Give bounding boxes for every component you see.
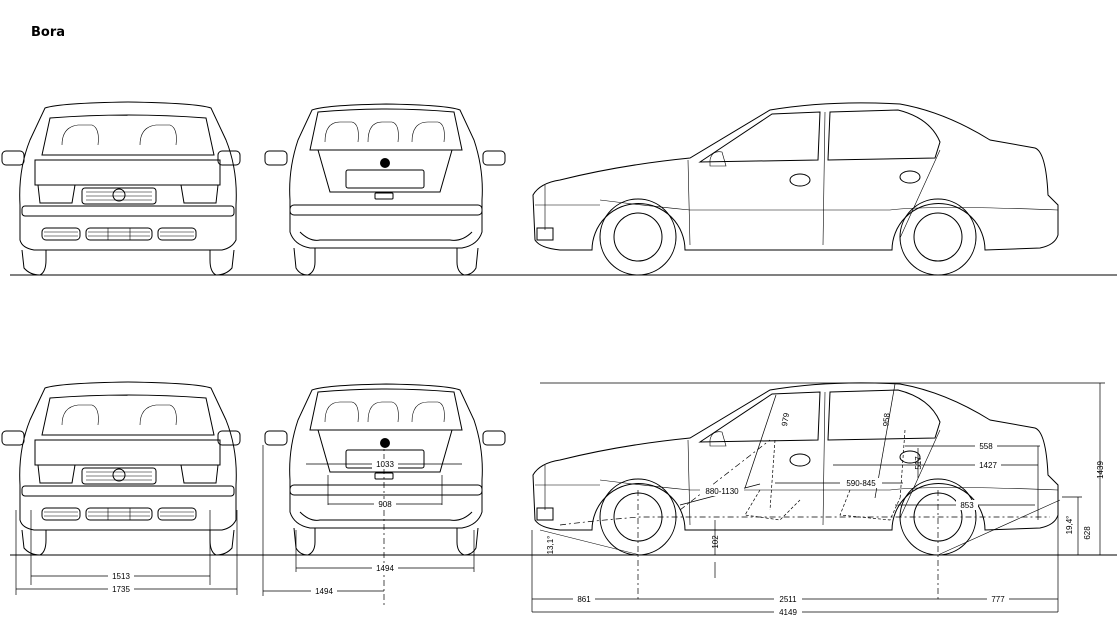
rear-legroom-label: 590-845 xyxy=(846,479,876,488)
interior-length-label: 1427 xyxy=(979,461,997,470)
overall-height-label: 1439 xyxy=(1096,461,1105,479)
front-track-label: 1513 xyxy=(112,572,130,581)
trunk-depth-label: 853 xyxy=(960,501,974,510)
front-legroom-label: 880-1130 xyxy=(705,487,739,496)
side-view-drawing xyxy=(532,102,1059,276)
rear-track-label: 1494 xyxy=(376,564,394,573)
front-view-dimensioned xyxy=(1,381,241,556)
dimension-labels: 1513 1735 1494 1494 1033 908 861 2511 77… xyxy=(108,412,1105,617)
top-row-views xyxy=(1,101,1117,276)
trunk-length-label: 558 xyxy=(979,442,993,451)
rear-shoulder-width-label: 1033 xyxy=(376,460,394,469)
ground-clearance-label: 102 xyxy=(711,535,720,549)
interior-outlines xyxy=(383,429,1061,605)
rear-view-dimensioned xyxy=(264,383,506,556)
rear-overhang-label: 777 xyxy=(991,595,1005,604)
front-view-drawing xyxy=(1,101,241,276)
rear-seat-width-label: 908 xyxy=(378,500,392,509)
wheelbase-label: 2511 xyxy=(779,595,797,604)
seat-height-label: 517 xyxy=(914,456,923,470)
rear-headroom-label: 958 xyxy=(881,412,891,427)
rear-view-drawing xyxy=(264,103,506,276)
dimension-lines xyxy=(15,382,1105,613)
overall-width-label: 1735 xyxy=(112,585,130,594)
front-overhang-label: 861 xyxy=(577,595,591,604)
bottom-row-views xyxy=(1,381,1059,556)
front-headroom-label: 979 xyxy=(780,412,791,427)
departure-angle-label: 19,4° xyxy=(1065,516,1074,535)
loading-sill-height-label: 628 xyxy=(1083,526,1092,540)
overall-length-label: 4149 xyxy=(779,608,797,617)
approach-angle-label: 13,1° xyxy=(546,536,555,555)
drawing-title: Bora xyxy=(31,25,66,40)
half-width-label: 1494 xyxy=(315,587,333,596)
